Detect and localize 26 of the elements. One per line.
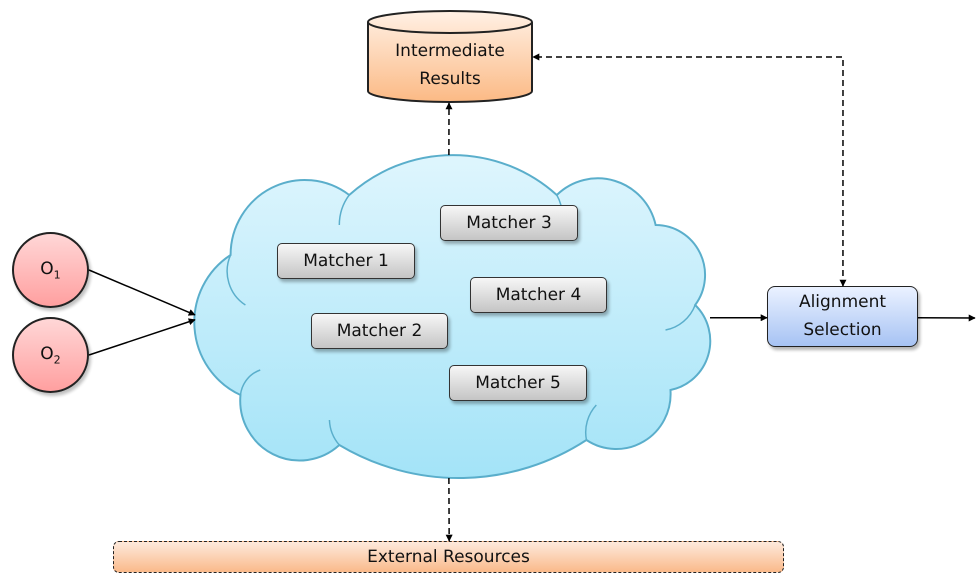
- node-label: Matcher 4: [496, 285, 582, 305]
- matcher-box: [449, 365, 587, 401]
- node-label: Matcher 3: [466, 213, 552, 233]
- matcher-box: [311, 313, 448, 349]
- node-label: O$_{1}$: [40, 258, 61, 282]
- node-label: Matcher 5: [475, 373, 561, 393]
- arrow: [446, 478, 453, 542]
- arrow: [446, 102, 452, 155]
- arrow: [88, 269, 196, 316]
- arrow: [532, 53, 846, 287]
- arrow: [918, 314, 976, 322]
- node-label: External Resources: [367, 547, 530, 567]
- arrow: [88, 318, 196, 356]
- process-box: [767, 286, 918, 347]
- cloud-shape: [195, 155, 710, 478]
- resource-bar: [113, 541, 784, 573]
- arrow: [710, 314, 768, 322]
- node-label: Intermediate Results: [394, 40, 506, 90]
- matcher-box: [470, 277, 607, 313]
- matcher-box: [277, 243, 415, 279]
- matcher-box: [440, 205, 578, 241]
- node-label: Matcher 1: [303, 251, 389, 271]
- node-label: O$_{2}$: [40, 344, 61, 366]
- database-cylinder: [367, 10, 533, 103]
- node-label: Matcher 2: [336, 321, 422, 341]
- node-label: Alignment Selection: [798, 291, 888, 342]
